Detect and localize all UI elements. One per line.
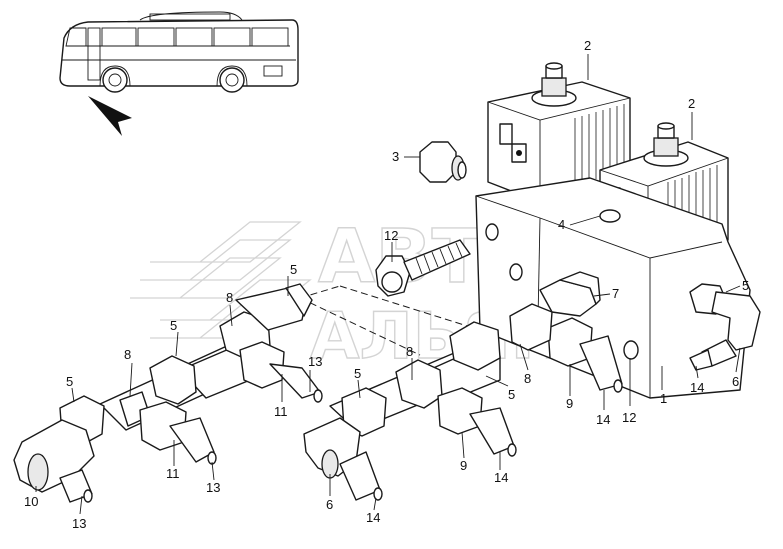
callout-12: 12 — [384, 228, 398, 243]
callout-9: 9 — [566, 396, 573, 411]
assembly-line — [299, 297, 421, 356]
callout-9: 9 — [460, 458, 467, 473]
callout-14: 14 — [690, 380, 704, 395]
manifold-left — [13, 283, 323, 503]
callout-11: 11 — [274, 404, 288, 419]
manifold-right — [303, 303, 623, 501]
callout-11: 11 — [166, 466, 180, 481]
callout-8: 8 — [524, 371, 531, 386]
callout-5: 5 — [354, 366, 361, 381]
callout-12: 12 — [622, 410, 636, 425]
assembly-line — [339, 285, 481, 331]
solenoid-coil-rear — [487, 62, 631, 203]
callout-14: 14 — [494, 470, 508, 485]
callout-14: 14 — [366, 510, 380, 525]
callout-6: 6 — [326, 497, 333, 512]
elbow-fitting-right — [689, 283, 761, 371]
plug-3 — [419, 141, 467, 183]
callout-3: 3 — [392, 149, 399, 164]
callout-2: 2 — [584, 38, 591, 53]
arrow-pointer-icon — [88, 96, 132, 136]
callout-5: 5 — [66, 374, 73, 389]
callout-8: 8 — [124, 347, 131, 362]
callout-2: 2 — [688, 96, 695, 111]
callout-4: 4 — [558, 217, 565, 232]
callout-8: 8 — [406, 344, 413, 359]
callout-5: 5 — [742, 278, 749, 293]
bolt-12 — [375, 239, 471, 297]
callout-13: 13 — [308, 354, 322, 369]
callout-10: 10 — [24, 494, 38, 509]
callout-1: 1 — [660, 391, 667, 406]
callout-labels: 2 2 3 4 12 5 8 5 8 13 5 11 11 13 10 13 7… — [24, 38, 749, 531]
callout-5: 5 — [170, 318, 177, 333]
callout-14: 14 — [596, 412, 610, 427]
callout-6: 6 — [732, 374, 739, 389]
callout-7: 7 — [612, 286, 619, 301]
callout-13: 13 — [72, 516, 86, 531]
callout-13: 13 — [206, 480, 220, 495]
bus-icon — [59, 11, 299, 93]
callout-5: 5 — [290, 262, 297, 277]
callout-5: 5 — [508, 387, 515, 402]
callout-8: 8 — [226, 290, 233, 305]
leader-lines — [35, 54, 741, 515]
